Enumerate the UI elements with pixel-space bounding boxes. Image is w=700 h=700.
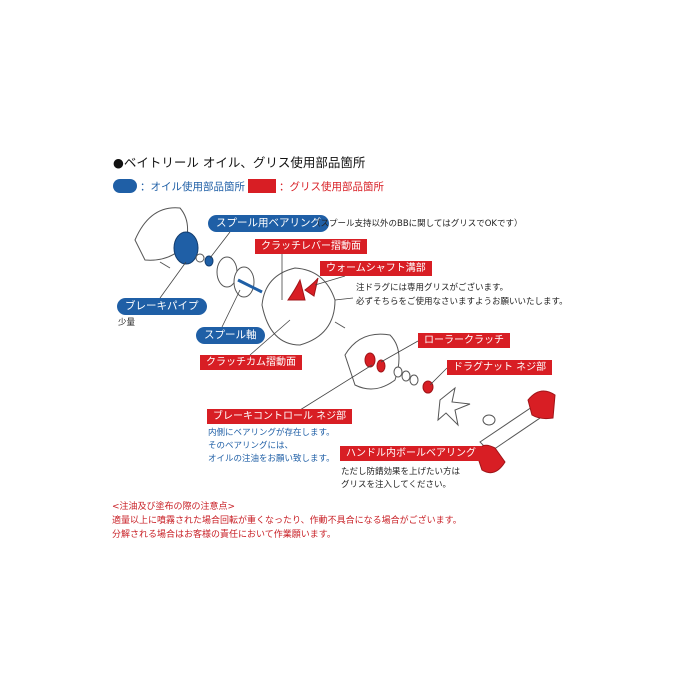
label-brake-control: ブレーキコントロール ネジ部	[207, 409, 353, 424]
brake-pipe-note: 少量	[118, 318, 136, 328]
star-drag	[437, 386, 471, 427]
caution-line-1: 適量以上に噴霧された場合回転が重くなったり、作動不具合になる場合がございます。	[112, 516, 462, 526]
leader-lines	[159, 231, 481, 455]
spool-bearing-note: （スプール支持以外のBBに関してはグリスでOKです）	[312, 219, 523, 229]
worm-shaft-grease	[304, 277, 319, 297]
label-spool-shaft: スプール軸	[196, 327, 265, 344]
oil-legend-swatch	[113, 179, 137, 193]
brake-control-note-2: そのベアリングには、	[208, 441, 294, 451]
drag-note-1: 注ドラグには専用グリスがございます。	[356, 283, 509, 293]
label-roller-clutch: ローラークラッチ	[418, 333, 510, 348]
frame	[261, 267, 336, 346]
clutch-lever-grease	[287, 278, 306, 301]
grease-legend-label: ：グリス使用部品箇所	[279, 181, 384, 193]
brake-control-note-1: 内側にベアリングが存在します。	[208, 428, 335, 438]
caution-heading: <注油及び塗布の際の注意点>	[112, 502, 236, 512]
label-clutch-cam: クラッチカム摺動面	[200, 355, 302, 370]
handle-bearing-note-1: ただし防錆効果を上げたい方は	[341, 467, 461, 477]
grease-legend-swatch	[248, 179, 276, 193]
handle-bearing-note-2: グリスを注入してください。	[341, 480, 451, 490]
label-handle-bearing: ハンドル内ボールベアリング	[340, 446, 482, 461]
drag-note-2: 必ずそちらをご使用なさいますようお願いいたします。	[356, 297, 568, 307]
spool-bearing-part	[204, 255, 214, 267]
label-spool-bearing: スプール用ベアリング	[208, 215, 329, 232]
label-brake-pipe: ブレーキパイプ	[117, 298, 207, 315]
brake-control-note-3: オイルの注油をお願い致します。	[208, 454, 335, 464]
drag-nut-grease	[422, 380, 434, 394]
spool-shaft-part	[237, 278, 263, 294]
brake-pipe-part	[173, 231, 199, 265]
label-drag-nut: ドラグナット ネジ部	[447, 360, 553, 375]
label-clutch-lever: クラッチレバー摺動面	[255, 239, 367, 254]
caution-line-2: 分解される場合はお客様の責任において作業願います。	[112, 530, 336, 540]
oil-legend-label: ：オイル使用部品箇所	[140, 181, 245, 193]
diagram-title: ●ベイトリール オイル、グリス使用部品箇所	[113, 155, 366, 170]
brake-pipe-rod	[159, 261, 171, 269]
handle-knob-top	[527, 390, 556, 420]
label-worm-shaft: ウォームシャフト溝部	[320, 261, 432, 276]
roller-clutch-grease	[364, 352, 376, 368]
